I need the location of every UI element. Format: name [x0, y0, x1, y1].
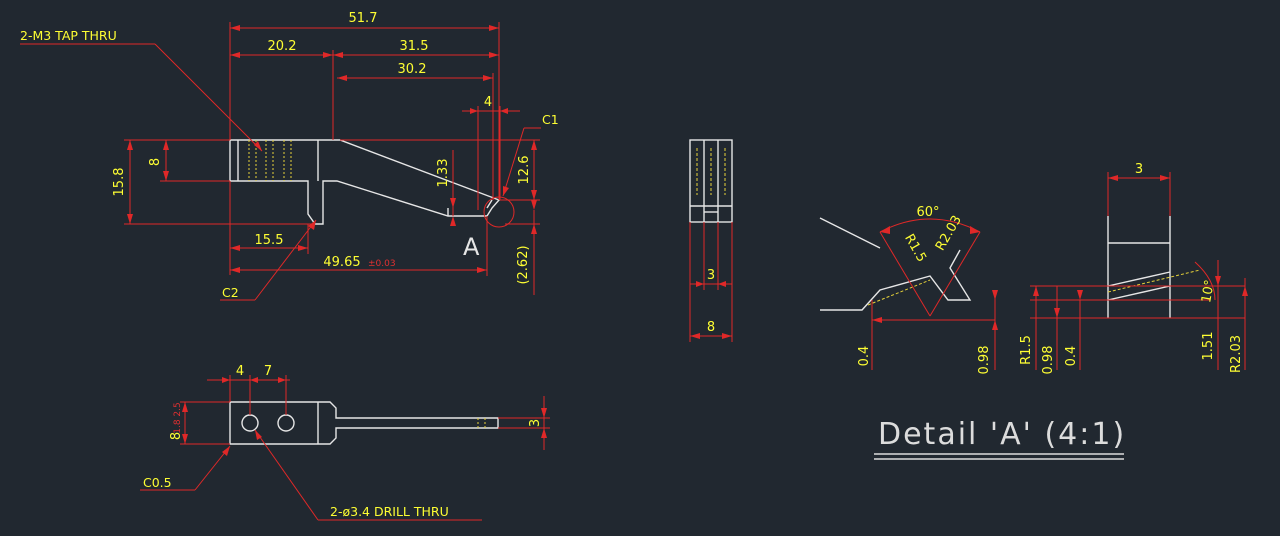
dim-detail-151: 1.51: [1201, 332, 1216, 361]
dim-tip-length-tolerance: ±0.03: [368, 259, 396, 269]
dim-detail-r15-b: R1.5: [1019, 335, 1034, 365]
detail-a-right-outline: [1107, 216, 1171, 318]
label-tap-thru: 2-M3 TAP THRU: [20, 28, 117, 43]
dim-step-length: 15.5: [255, 233, 284, 248]
detail-title: Detail 'A' (4:1): [874, 417, 1126, 460]
tap-thread-lines: [248, 140, 292, 181]
dim-detail-width-3: 3: [1135, 162, 1143, 177]
detail-a-circle: [483, 196, 515, 228]
dim-tip-width: 4: [484, 95, 492, 110]
drill-hole-2: [277, 414, 295, 432]
detail-title-text: Detail 'A' (4:1): [878, 417, 1126, 452]
dim-overall-length: 51.7: [349, 11, 378, 26]
label-c1: C1: [542, 112, 559, 127]
detail-a-left-outline: [819, 217, 972, 311]
dim-taper-length: 30.2: [398, 62, 427, 77]
dim-tip-length: 49.65: [323, 255, 360, 270]
dim-top-tip-width: 3: [528, 419, 543, 427]
dim-detail-angle-10: 10°: [1199, 279, 1218, 304]
dim-detail-04-b: 0.4: [1064, 346, 1079, 367]
dim-detail-r203-b: R2.03: [1229, 335, 1244, 373]
angle-arc: [879, 218, 981, 233]
drill-hole-1: [241, 414, 259, 432]
dim-side-inner-width: 3: [707, 268, 715, 283]
tip-notch: [447, 199, 493, 216]
detail-a-right-taper: [1107, 269, 1201, 293]
side-view-outline: [689, 139, 733, 223]
dim-top-width: 8: [169, 432, 184, 440]
label-c2: C2: [222, 285, 239, 300]
top-view-outline: [229, 401, 499, 445]
dim-top-small: 1.8 2.5: [173, 402, 183, 434]
top-view: 4 7 8 1.8 2.5 3 C0.5 2-ø3.4 DRILL THRU: [140, 364, 550, 521]
detail-a-left-taper: [867, 279, 931, 306]
dim-detail-r15: R1.5: [901, 232, 929, 265]
dim-left-length: 20.2: [268, 39, 297, 54]
dim-tip-ref: (2.62): [516, 245, 531, 284]
dim-detail-098-b: 0.98: [1041, 346, 1056, 375]
dim-detail-098: 0.98: [977, 346, 992, 375]
detail-a-right: 3 R1.5 0.98 0.4 10° 1.51 R2.03: [1019, 162, 1248, 374]
front-view: 51.7 20.2 31.5 30.2 4 C1 8: [20, 11, 559, 301]
label-c05: C0.5: [143, 475, 172, 490]
dim-overall-height: 15.8: [112, 168, 127, 197]
dim-right-height: 12.6: [517, 156, 532, 185]
label-drill-thru: 2-ø3.4 DRILL THRU: [330, 504, 449, 519]
dim-side-outer-width: 8: [707, 320, 715, 335]
dim-taper-height: 1.33: [436, 159, 451, 188]
dim-slot-height: 8: [148, 158, 163, 166]
side-view: 3 8: [689, 139, 733, 342]
dim-right-length: 31.5: [400, 39, 429, 54]
detail-a-callout: A: [463, 233, 480, 261]
dim-detail-angle: 60°: [916, 205, 939, 220]
dim-detail-04: 0.4: [857, 346, 872, 367]
dim-hole-offset: 4: [236, 364, 244, 379]
detail-a-left: 60° R1.5 R2.03 0.4 0.98: [819, 205, 998, 375]
front-view-outline: [229, 139, 501, 225]
dim-hole-pitch: 7: [264, 364, 272, 379]
